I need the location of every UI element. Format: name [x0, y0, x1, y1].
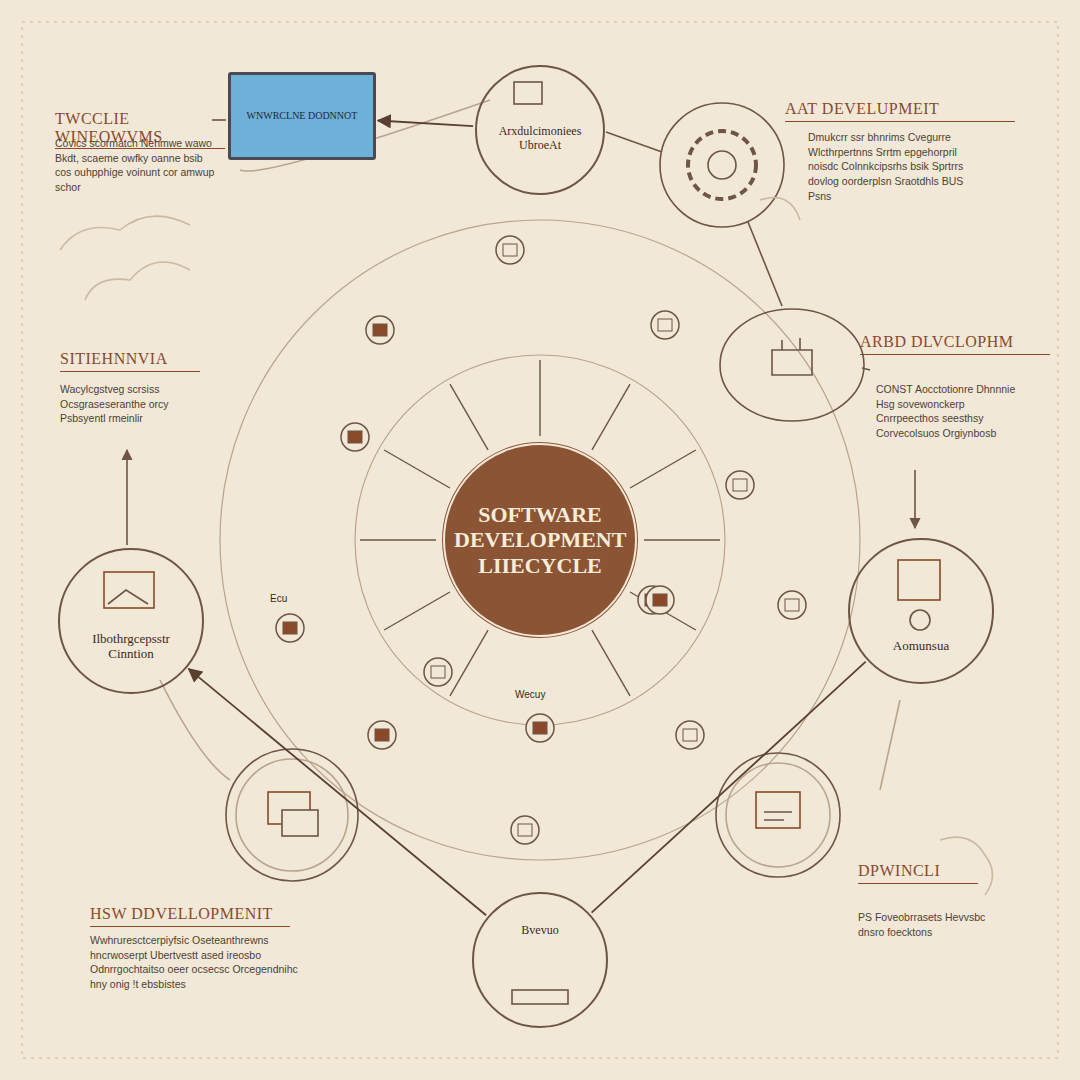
- note-text: Covics scormatch Nehmwe wawo Bkdt, scaem…: [55, 136, 220, 195]
- icon-symbol: [283, 622, 297, 634]
- spoke-line: [592, 384, 630, 450]
- icon-circle: [511, 816, 539, 844]
- icon-circle: [496, 236, 524, 264]
- icon-symbol: [785, 599, 799, 611]
- note-text: Dmukcrr ssr bhnrims Cvegurre Wlcthrpertn…: [808, 130, 978, 203]
- node-text: Ilbothrgcepsstr Cinntion: [74, 632, 188, 662]
- icon-symbol: [503, 244, 517, 256]
- icon-symbol: [533, 722, 547, 734]
- stage-circle: Arxdulcimoniees UbroeAt: [475, 65, 605, 195]
- note-text: Wacylcgstveg scrsiss Ocsgraseseranthe or…: [60, 382, 200, 426]
- node-text: WNWRCLNE DODNNOT: [247, 110, 358, 122]
- spoke-line: [360, 539, 436, 540]
- icon-symbol: [683, 729, 697, 741]
- section-heading: SITIEHNNVIA: [60, 350, 200, 372]
- connector-line: [592, 662, 866, 913]
- node-text: Bvevuo: [521, 924, 558, 938]
- icon-circle: [341, 423, 369, 451]
- screen-box: WNWRCLNE DODNNOT: [228, 72, 376, 160]
- note-text: Wecuy: [515, 688, 575, 702]
- connector-line: [189, 669, 486, 915]
- node-text: SOFTWARE DEVELOPMENT LIIECYCLE: [454, 502, 626, 578]
- spoke-line: [450, 630, 488, 696]
- node-text: Arxdulcimoniees UbroeAt: [491, 125, 589, 153]
- icon-symbol: [375, 729, 389, 741]
- stage-circle: Ilbothrgcepsstr Cinntion: [58, 548, 204, 694]
- spoke-line: [450, 384, 488, 450]
- section-heading: HSW DDVELLOPMENIT: [90, 905, 290, 927]
- spoke-line: [592, 630, 630, 696]
- icon-circle: [726, 471, 754, 499]
- section-heading: ARBD DLVCLOPHM: [860, 333, 1050, 355]
- note-text: CONST Aocctotionre Dhnnnie Hsg sovewonck…: [876, 382, 1026, 441]
- spoke-line: [539, 360, 540, 436]
- spoke-line: [384, 592, 450, 630]
- icon-circle: [778, 591, 806, 619]
- icon-circle: [276, 614, 304, 642]
- icon-circle: [646, 586, 674, 614]
- icon-circle: [368, 721, 396, 749]
- stage-circle: Aomunsua: [848, 538, 994, 684]
- icon-symbol: [373, 324, 387, 336]
- icon-symbol: [431, 666, 445, 678]
- icon-circle: [526, 714, 554, 742]
- icon-symbol: [658, 319, 672, 331]
- icon-circle: [676, 721, 704, 749]
- icon-symbol: [518, 824, 532, 836]
- icon-circle: [424, 658, 452, 686]
- spoke-line: [644, 539, 720, 540]
- stage-circle: Bvevuo: [472, 892, 608, 1028]
- node-text: Aomunsua: [893, 639, 949, 654]
- icon-circle: [366, 316, 394, 344]
- spoke-line: [630, 450, 696, 488]
- spoke-line: [384, 450, 450, 488]
- stage-circle: SOFTWARE DEVELOPMENT LIIECYCLE: [440, 440, 640, 640]
- section-heading: DPWINCLI: [858, 862, 978, 884]
- note-text: Wwhruresctcerpiyfsic Oseteanthrewns hncr…: [90, 933, 305, 992]
- icon-circle: [651, 311, 679, 339]
- note-text: PS Foveobrrasets Hevvsbc dnsro foecktons: [858, 910, 1008, 939]
- note-text: Ecu: [270, 592, 310, 606]
- connector-line: [378, 121, 473, 127]
- section-heading: AAT DEVELUPMEIT: [785, 100, 1015, 122]
- icon-symbol: [348, 431, 362, 443]
- icon-symbol: [733, 479, 747, 491]
- icon-symbol: [653, 594, 667, 606]
